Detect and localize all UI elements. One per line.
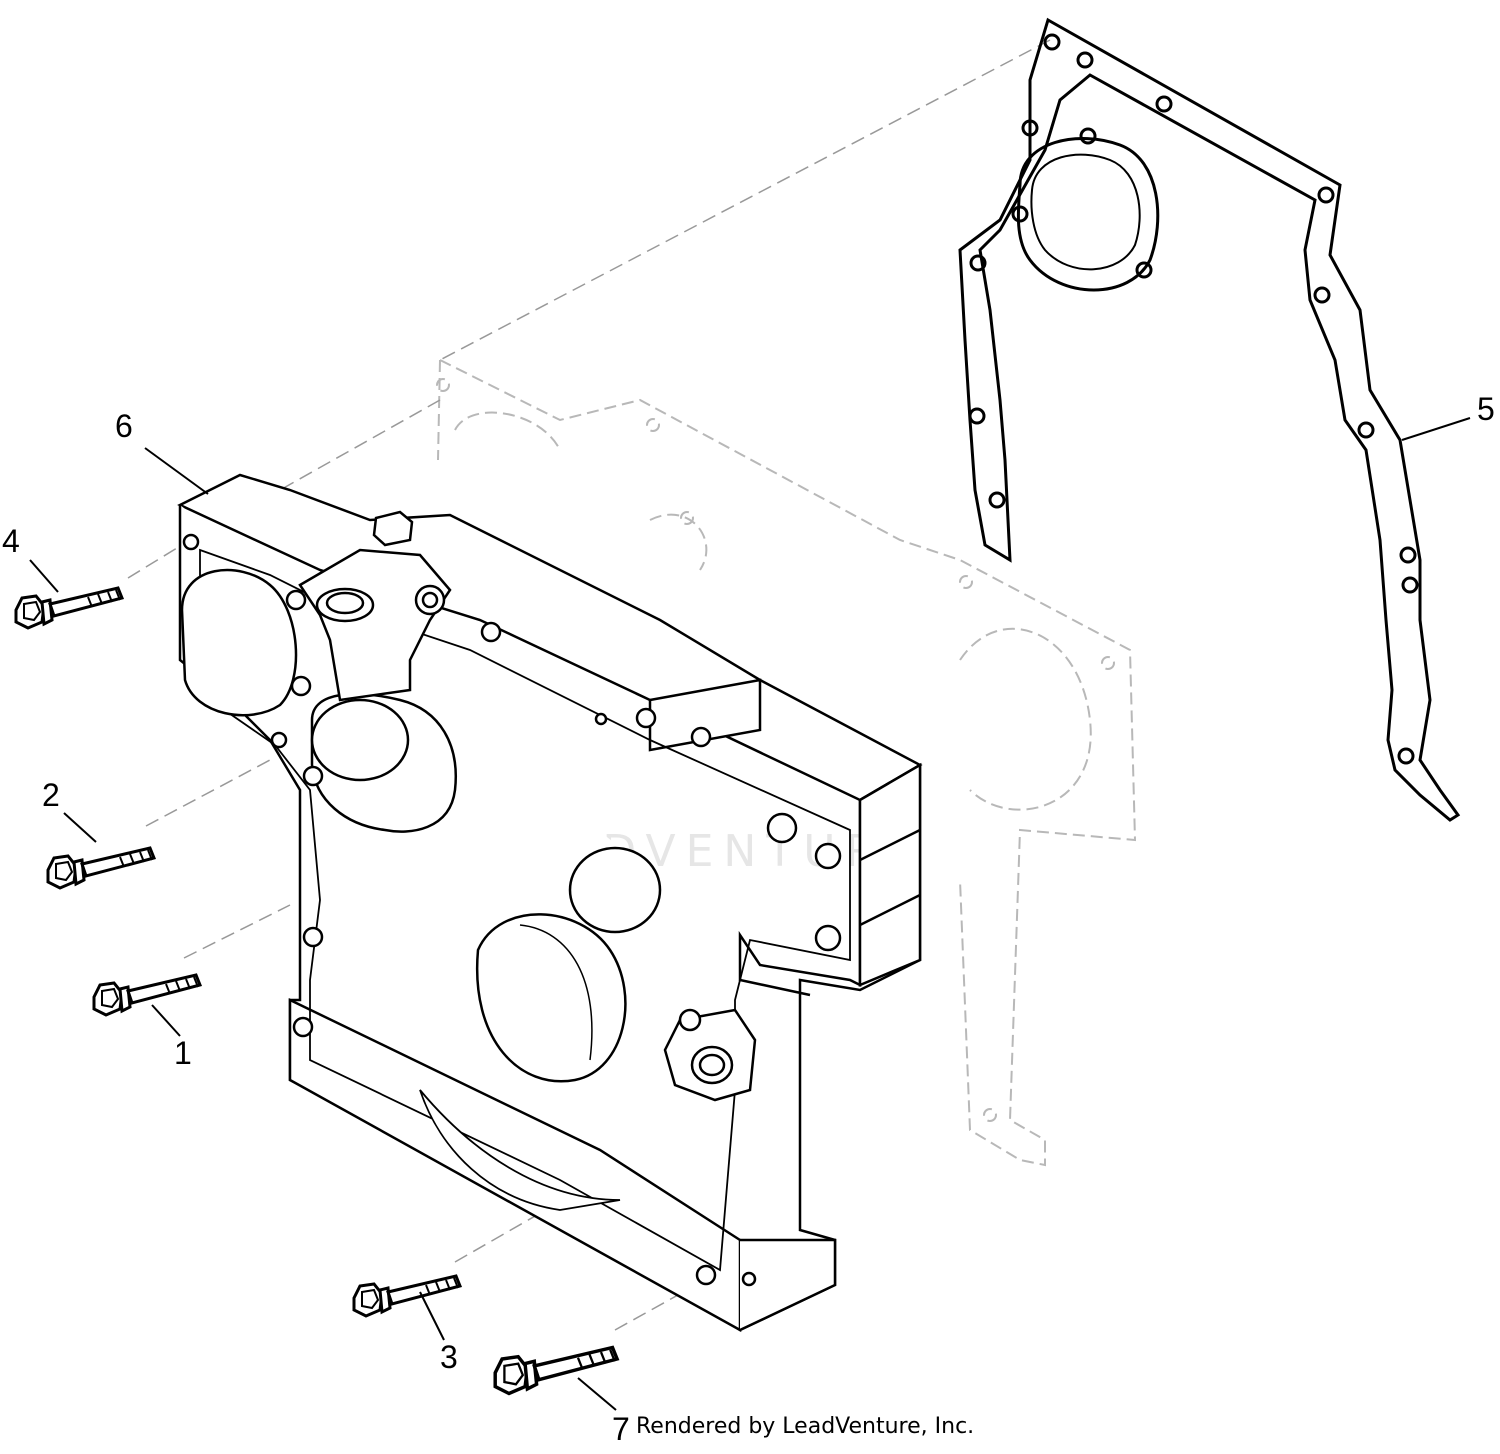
callout-7: 7 [612, 1411, 630, 1447]
engine-block-ghost [436, 359, 1137, 1167]
bolt-2 [46, 846, 156, 890]
callout-3: 3 [440, 1339, 458, 1375]
callout-6: 6 [115, 408, 133, 444]
callout-5: 5 [1477, 391, 1495, 427]
bolt-1 [92, 973, 202, 1017]
bolt-3 [352, 1274, 462, 1318]
callout-4: 4 [2, 523, 20, 559]
gear-cover [177, 473, 923, 1333]
bolt-7 [493, 1345, 619, 1396]
callout-2: 2 [42, 777, 60, 813]
bolt-4 [14, 586, 124, 630]
callout-1: 1 [174, 1035, 192, 1071]
callout-leaders [29, 417, 1471, 1411]
gasket [958, 17, 1461, 822]
render-credit: Rendered by LeadVenture, Inc. [636, 1414, 975, 1439]
